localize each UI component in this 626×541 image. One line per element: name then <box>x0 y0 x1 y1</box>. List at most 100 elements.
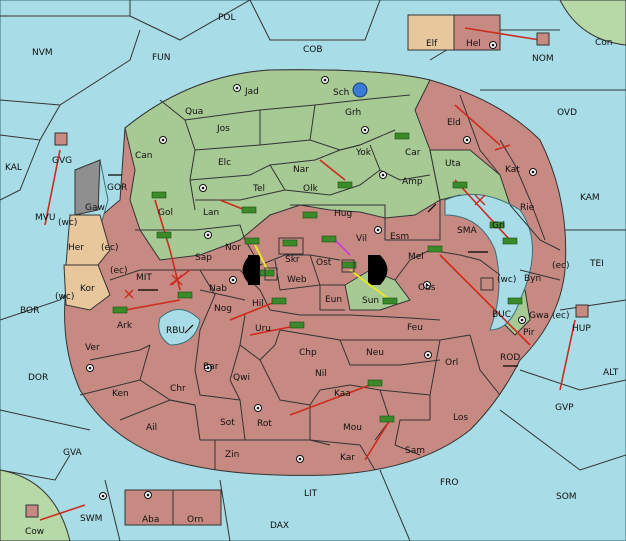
tank-icon <box>382 297 398 305</box>
tank-icon <box>507 297 523 305</box>
supply-center-icon <box>424 351 432 359</box>
tank-icon <box>271 297 287 305</box>
supply-center-icon <box>254 404 262 412</box>
label-Sun: Sun <box>362 296 379 306</box>
region-Orn[interactable] <box>172 489 222 526</box>
bounce-x-icon <box>124 194 486 299</box>
label-Yok: Yok <box>355 148 372 158</box>
supply-center-icon <box>518 316 526 324</box>
label-Obs: Obs <box>418 283 436 293</box>
label-Ost: Ost <box>316 258 332 268</box>
label-ec3: (ec) <box>552 311 570 321</box>
canal-east-body <box>368 255 380 285</box>
capital-marker-icon <box>480 277 494 291</box>
label-Vil: Vil <box>356 234 367 244</box>
label-Mou: Mou <box>343 423 362 433</box>
capital-marker-icon <box>536 32 550 46</box>
supply-center-icon <box>423 281 431 289</box>
region-Skr-box <box>278 237 304 255</box>
label-SOM: SOM <box>556 492 577 502</box>
label-NOM: NOM <box>532 54 554 64</box>
label-Rot: Rot <box>257 419 272 429</box>
label-Qwi: Qwi <box>233 373 250 383</box>
tank-icon <box>502 237 518 245</box>
region-Kor[interactable] <box>63 264 111 311</box>
label-Qua: Qua <box>185 107 203 117</box>
label-FUN: FUN <box>152 53 171 63</box>
supply-center-icon <box>529 168 537 176</box>
region-Elf[interactable] <box>407 14 455 51</box>
label-Kor: Kor <box>80 284 95 294</box>
label-COB: COB <box>303 45 323 55</box>
label-DAX: DAX <box>270 521 289 531</box>
label-ALT: ALT <box>603 368 619 378</box>
label-BOR: BOR <box>20 306 39 316</box>
support-line <box>349 269 391 301</box>
canal-double-arrow-icon <box>108 174 518 367</box>
supply-center-icon <box>204 364 212 372</box>
label-Neu: Neu <box>366 348 384 358</box>
label-Rie: Rie <box>520 203 535 213</box>
tank-icon <box>302 211 318 219</box>
region-Her[interactable] <box>65 214 111 266</box>
units <box>112 132 523 423</box>
label-Eld: Eld <box>447 118 461 128</box>
label-Nog: Nog <box>214 304 232 314</box>
label-Web: Web <box>287 275 307 285</box>
tank-icon <box>427 245 443 253</box>
label-Uru: Uru <box>255 324 271 334</box>
label-Gaw: Gaw <box>85 203 105 213</box>
label-ec4: (ec) <box>110 266 128 276</box>
label-Nil: Nil <box>315 369 327 379</box>
tank-icon <box>177 291 193 299</box>
label-Can: Can <box>135 151 153 161</box>
label-ec2: (ec) <box>552 261 570 271</box>
lake-RBU <box>158 309 201 346</box>
tank-icon <box>489 221 505 229</box>
tank-icon <box>259 269 275 277</box>
supply-center-icon <box>229 276 237 284</box>
supply-center-icon <box>463 136 471 144</box>
label-Orl: Orl <box>445 358 458 368</box>
label-Byn: Byn <box>524 274 541 284</box>
label-FRO: FRO <box>440 478 459 488</box>
label-Con: Con <box>595 38 613 48</box>
label-Ken: Ken <box>112 389 129 399</box>
label-Sot: Sot <box>220 418 235 428</box>
label-Chr: Chr <box>170 384 186 394</box>
label-OVD: OVD <box>557 108 577 118</box>
tank-icon <box>452 181 468 189</box>
tank-icon <box>156 231 172 239</box>
canal-east-marker <box>380 255 388 285</box>
tank-icon <box>367 379 383 387</box>
label-wc2: (wc) <box>497 275 516 285</box>
label-Kaa: Kaa <box>334 389 351 399</box>
label-KAL: KAL <box>5 163 22 173</box>
label-SWM: SWM <box>80 514 102 524</box>
label-Sap: Sap <box>195 253 212 263</box>
label-Bar: Bar <box>203 362 219 372</box>
label-GVG: GVG <box>52 156 72 166</box>
label-wc3: (wc) <box>55 292 74 302</box>
label-Grh: Grh <box>345 108 361 118</box>
label-Feu: Feu <box>407 323 423 333</box>
supply-center-icon <box>233 84 241 92</box>
canal-west-body <box>248 255 260 285</box>
web-box <box>264 267 278 281</box>
supply-center-icon <box>144 491 152 499</box>
label-GVP: GVP <box>555 403 574 413</box>
supply-center-icon <box>159 136 167 144</box>
tank-icon <box>241 206 257 214</box>
label-Elf: Elf <box>426 39 438 49</box>
label-NVM: NVM <box>32 48 53 58</box>
label-BUC: BUC <box>492 310 511 320</box>
label-Aba: Aba <box>142 515 159 525</box>
label-RBU: RBU <box>166 326 185 336</box>
label-Skr: Skr <box>285 255 300 265</box>
label-Los: Los <box>453 413 468 423</box>
tank-icon <box>112 306 128 314</box>
label-Hel: Hel <box>466 39 481 49</box>
